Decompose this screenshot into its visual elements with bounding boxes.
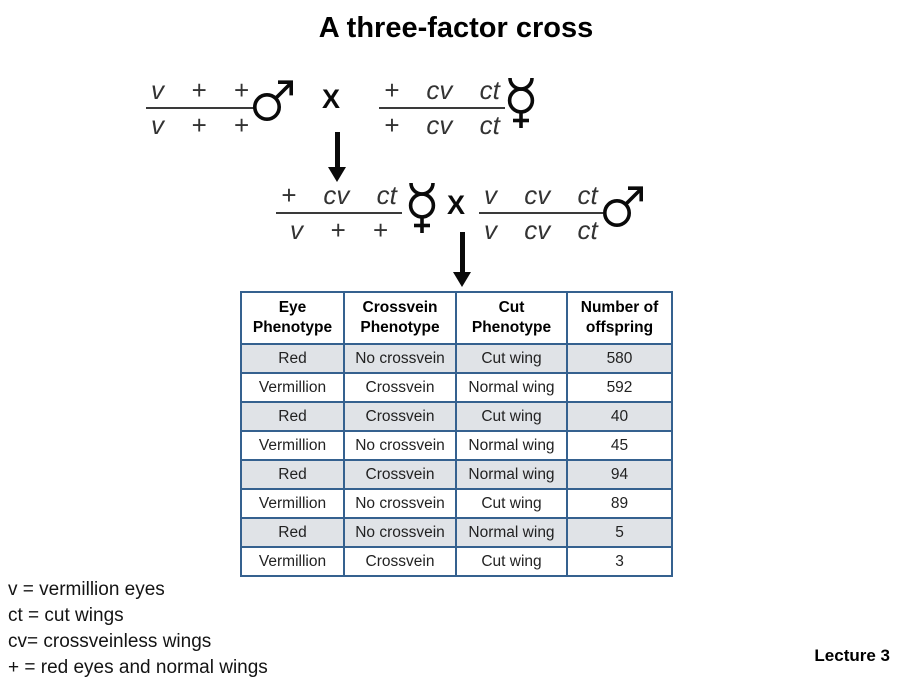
genotype-denominator: v cv ct bbox=[484, 215, 598, 246]
cell-eye: Vermillion bbox=[240, 488, 345, 519]
phenotype-table-container: Eye Phenotype Crossvein Phenotype Cut Ph… bbox=[240, 291, 673, 577]
genotype-numerator: v + + bbox=[146, 76, 254, 110]
cell-cut: Cut wing bbox=[455, 343, 568, 374]
table-header-row: Eye Phenotype Crossvein Phenotype Cut Ph… bbox=[240, 291, 673, 345]
genotype-denominator: v + + bbox=[151, 110, 249, 141]
cell-count: 580 bbox=[566, 343, 673, 374]
genotype-denominator: + cv ct bbox=[384, 110, 500, 141]
cell-crossvein: Crossvein bbox=[343, 372, 457, 403]
table-row: Red No crossvein Cut wing 580 bbox=[240, 343, 673, 374]
cell-cut: Normal wing bbox=[455, 372, 568, 403]
cross1-x-symbol: X bbox=[322, 84, 341, 114]
phenotype-table: Eye Phenotype Crossvein Phenotype Cut Ph… bbox=[240, 291, 673, 577]
table-row: Vermillion No crossvein Normal wing 45 bbox=[240, 430, 673, 461]
cell-eye: Red bbox=[240, 459, 345, 490]
down-arrow-icon bbox=[453, 232, 471, 287]
cell-cut: Normal wing bbox=[455, 459, 568, 490]
cell-eye: Red bbox=[240, 343, 345, 374]
down-arrow-icon bbox=[328, 132, 346, 182]
cell-eye: Red bbox=[240, 517, 345, 548]
female-icon bbox=[408, 182, 436, 233]
legend-line-plus: + = red eyes and normal wings bbox=[8, 657, 268, 678]
cell-cut: Normal wing bbox=[455, 430, 568, 461]
arrow-head bbox=[453, 272, 471, 287]
cell-count: 592 bbox=[566, 372, 673, 403]
table-row: Vermillion No crossvein Cut wing 89 bbox=[240, 488, 673, 519]
column-header-crossvein: Crossvein Phenotype bbox=[343, 291, 457, 345]
cell-crossvein: No crossvein bbox=[343, 343, 457, 374]
column-header-count: Number of offspring bbox=[566, 291, 673, 345]
table-row: Vermillion Crossvein Cut wing 3 bbox=[240, 546, 673, 577]
lecture-label: Lecture 3 bbox=[814, 646, 890, 665]
legend-line-v: v = vermillion eyes bbox=[8, 579, 165, 600]
cell-cut: Cut wing bbox=[455, 546, 568, 577]
cell-count: 40 bbox=[566, 401, 673, 432]
genotype-numerator: v cv ct bbox=[479, 181, 603, 215]
cell-crossvein: Crossvein bbox=[343, 459, 457, 490]
cell-crossvein: No crossvein bbox=[343, 488, 457, 519]
cell-crossvein: No crossvein bbox=[343, 517, 457, 548]
legend-line-ct: ct = cut wings bbox=[8, 605, 124, 626]
legend-line-cv: cv= crossveinless wings bbox=[8, 631, 212, 652]
cell-eye: Vermillion bbox=[240, 546, 345, 577]
cross1-right-genotype: + cv ct + cv ct bbox=[379, 76, 505, 140]
table-row: Vermillion Crossvein Normal wing 592 bbox=[240, 372, 673, 403]
cross2-left-genotype: + cv ct v + + bbox=[276, 181, 402, 245]
column-header-eye: Eye Phenotype bbox=[240, 291, 345, 345]
male-icon bbox=[603, 186, 643, 227]
cell-crossvein: Crossvein bbox=[343, 401, 457, 432]
cell-cut: Cut wing bbox=[455, 401, 568, 432]
cell-eye: Vermillion bbox=[240, 372, 345, 403]
table-row: Red Crossvein Cut wing 40 bbox=[240, 401, 673, 432]
arrow-shaft bbox=[334, 132, 340, 167]
cross1-left-genotype: v + + v + + bbox=[146, 76, 254, 140]
cell-count: 94 bbox=[566, 459, 673, 490]
cell-crossvein: Crossvein bbox=[343, 546, 457, 577]
page-title: A three-factor cross bbox=[318, 12, 594, 44]
column-header-cut: Cut Phenotype bbox=[455, 291, 568, 345]
cross2-right-genotype: v cv ct v cv ct bbox=[479, 181, 603, 245]
arrow-head bbox=[328, 167, 346, 182]
cell-crossvein: No crossvein bbox=[343, 430, 457, 461]
arrow-shaft bbox=[459, 232, 465, 272]
symbol-legend: v = vermillion eyes ct = cut wings cv= c… bbox=[8, 577, 268, 681]
cell-count: 89 bbox=[566, 488, 673, 519]
cell-eye: Vermillion bbox=[240, 430, 345, 461]
male-icon bbox=[253, 80, 293, 121]
female-icon bbox=[507, 77, 535, 128]
cell-count: 3 bbox=[566, 546, 673, 577]
cross2-x-symbol: X bbox=[447, 190, 466, 220]
genotype-numerator: + cv ct bbox=[276, 181, 402, 215]
cell-count: 5 bbox=[566, 517, 673, 548]
cell-count: 45 bbox=[566, 430, 673, 461]
table-row: Red Crossvein Normal wing 94 bbox=[240, 459, 673, 490]
cell-cut: Normal wing bbox=[455, 517, 568, 548]
cell-eye: Red bbox=[240, 401, 345, 432]
cell-cut: Cut wing bbox=[455, 488, 568, 519]
table-row: Red No crossvein Normal wing 5 bbox=[240, 517, 673, 548]
genotype-denominator: v + + bbox=[290, 215, 388, 246]
genotype-numerator: + cv ct bbox=[379, 76, 505, 110]
